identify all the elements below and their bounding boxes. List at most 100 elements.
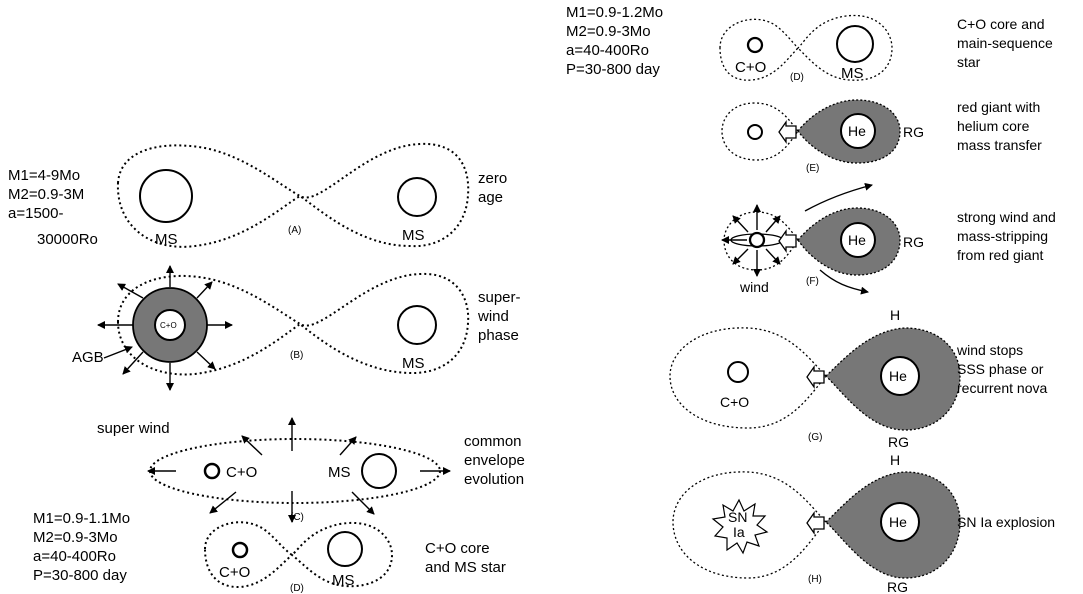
params-d-left: M1=0.9-1.1Mo M2=0.9-3Mo a=40-400Ro P=30-…	[33, 510, 130, 584]
param-dr-p: P=30-800 day	[566, 61, 660, 78]
star-2-label-a: MS	[402, 227, 425, 244]
star-1-label-d-right: C+O	[735, 59, 766, 76]
ms-star-d-right	[836, 25, 874, 63]
super-wind-arrows	[97, 265, 233, 391]
star-1-a	[139, 169, 193, 223]
he-core-g	[880, 356, 920, 396]
h-envelope-label-g: H	[890, 307, 900, 323]
mass-transfer-arrow-g	[806, 364, 825, 390]
param-d-p: P=30-800 day	[33, 567, 127, 584]
param-d-m2: M2=0.9-3Mo	[33, 529, 118, 546]
co-core-d-left	[231, 541, 249, 559]
roche-lobe-b	[116, 272, 470, 376]
panel-a-label: (A)	[288, 225, 301, 236]
envelope-ejection-arrows	[147, 417, 451, 523]
stage-c-line2: envelope	[464, 452, 525, 469]
stage-b-line3: phase	[478, 327, 519, 344]
params-d-right: M1=0.9-1.2Mo M2=0.9-3Mo a=40-400Ro P=30-…	[566, 4, 663, 78]
stage-d-left-line1: C+O core	[425, 540, 490, 557]
mass-transfer-arrow-f	[778, 228, 797, 254]
panel-d-left-label: (D)	[290, 583, 304, 594]
he-core-label-g: He	[889, 368, 907, 384]
param-m2: M2=0.9-3M	[8, 186, 84, 203]
param-a-cont: 30000Ro	[37, 231, 98, 248]
stage-f-line3: from red giant	[957, 247, 1043, 263]
stage-g-line1: wind stops	[956, 342, 1023, 358]
stage-e-line2: helium core	[957, 118, 1030, 134]
star-2-label-b: MS	[402, 355, 425, 372]
roche-lobe-h-accretor	[672, 471, 827, 579]
stage-a-line1: zero	[478, 170, 507, 187]
panel-d-left: C+O MS (D) C+O core and MS star	[203, 521, 506, 594]
stage-b-line1: super-	[478, 289, 521, 306]
panel-e-label: (E)	[806, 163, 819, 174]
stripping-arrow-lower	[819, 269, 869, 295]
accretor-label-g: C+O	[720, 394, 749, 410]
panel-e: He RG (E) red giant with helium core mas…	[721, 99, 1042, 174]
panel-f: He RG wind (F) strong wind and mass-stri…	[721, 182, 1056, 295]
co-wd-g	[727, 361, 749, 383]
donor-label-f: RG	[903, 234, 924, 250]
param-d-a: a=40-400Ro	[33, 548, 116, 565]
agb-label: AGB	[72, 349, 104, 366]
mass-transfer-arrow-h	[806, 510, 825, 536]
he-core-h	[880, 502, 920, 542]
wd-wind-arrows	[721, 204, 781, 277]
panel-c: C+O MS (C) common envelope evolution	[147, 417, 525, 523]
stage-b-line2: wind	[477, 308, 509, 325]
star-1-label-d-left: C+O	[219, 564, 250, 581]
panel-g-label: (G)	[808, 432, 822, 443]
panel-g: He H RG C+O (G) wind stops SSS phase or …	[669, 307, 1047, 450]
he-core-f	[840, 222, 876, 258]
super-wind-label: super wind	[97, 420, 170, 437]
param-dr-m2: M2=0.9-3Mo	[566, 23, 651, 40]
panel-h-label: (H)	[808, 574, 822, 585]
mass-transfer-arrow-e	[778, 119, 797, 145]
panel-a: MS MS (A) zero age	[116, 142, 507, 248]
param-m1: M1=4-9Mo	[8, 167, 80, 184]
stripping-arrow-upper	[804, 182, 873, 212]
stage-e-line3: mass transfer	[957, 137, 1042, 153]
panel-b: C+O MS (B) AGB super- wind phase super w…	[72, 265, 521, 437]
star-1-label-a: MS	[155, 231, 178, 248]
stage-g-line3: recurrent nova	[957, 380, 1047, 396]
he-core-e	[840, 113, 876, 149]
stage-d-left-line2: and MS star	[425, 559, 506, 576]
panel-h: He H RG SN Ia (H) SN Ia explosion	[672, 452, 1055, 594]
star-2-b	[397, 305, 437, 345]
stage-g-line2: SSS phase or	[957, 361, 1044, 377]
panel-f-label: (F)	[806, 276, 819, 287]
sn-label-line1: SN	[728, 509, 747, 525]
co-core-c	[203, 462, 221, 480]
he-core-label-e: He	[848, 123, 866, 139]
h-envelope-label-h: H	[890, 452, 900, 468]
star-2-a	[397, 177, 437, 217]
star-2-c	[361, 453, 397, 489]
stage-c-line1: common	[464, 433, 522, 450]
star-2-label-d-right: MS	[841, 65, 864, 82]
star-1-label-c: C+O	[226, 464, 257, 481]
donor-label-e: RG	[903, 124, 924, 140]
star-2-label-c: MS	[328, 464, 351, 481]
ms-star-d-left	[327, 531, 363, 567]
donor-label-h: RG	[887, 579, 908, 594]
stage-h-line1: SN Ia explosion	[957, 514, 1055, 530]
param-dr-m1: M1=0.9-1.2Mo	[566, 4, 663, 21]
panel-b-label: (B)	[290, 350, 303, 361]
panel-d-right-label: (D)	[790, 72, 804, 83]
stage-dr-line1: C+O core and	[957, 16, 1045, 32]
co-wd-f	[748, 231, 766, 249]
param-dr-a: a=40-400Ro	[566, 42, 649, 59]
stage-c-line3: evolution	[464, 471, 524, 488]
stage-dr-line2: main-sequence	[957, 35, 1053, 51]
he-core-label-f: He	[848, 232, 866, 248]
sn-burst-icon	[711, 498, 769, 555]
params-a: M1=4-9Mo M2=0.9-3M a=1500- 30000Ro	[8, 167, 98, 248]
co-wd-e	[747, 124, 763, 140]
stage-f-line2: mass-stripping	[957, 228, 1048, 244]
panel-d-right: C+O MS (D) C+O core and main-sequence st…	[719, 14, 1053, 83]
co-core-d-right	[746, 36, 764, 54]
panel-c-label: (C)	[290, 512, 304, 523]
sn-label-line2: Ia	[733, 524, 745, 540]
he-core-label-h: He	[889, 514, 907, 530]
